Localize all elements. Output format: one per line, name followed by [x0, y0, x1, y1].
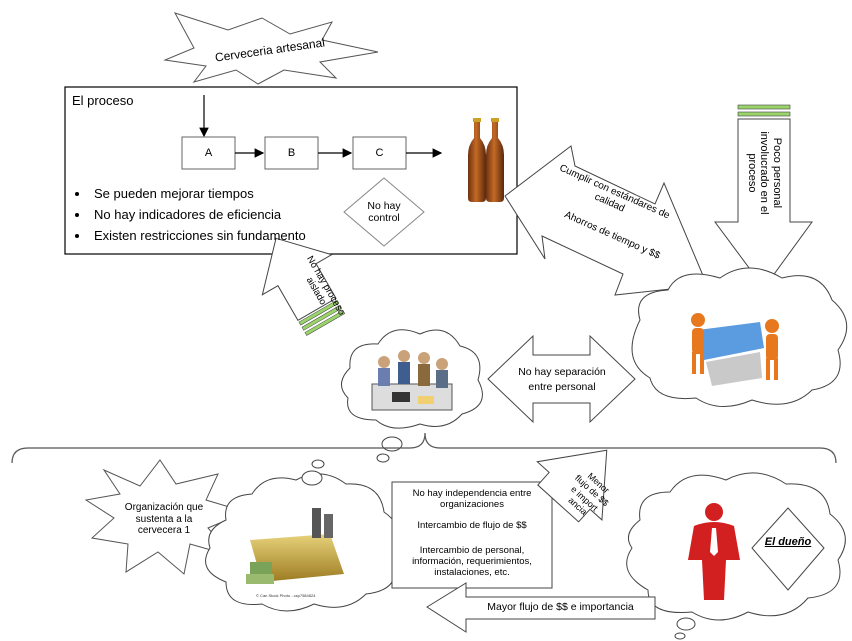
down-arrow-personnel — [714, 104, 813, 289]
small-up-arrow — [536, 449, 608, 523]
starburst-top-shape — [163, 12, 379, 85]
starburst-bottom-label: Organización que sustenta a la cervecera… — [124, 502, 204, 536]
separation-double-arrow — [487, 334, 636, 424]
brace-divider — [11, 432, 837, 464]
cloud-owner-bubble-2 — [674, 632, 686, 640]
step-c-box — [352, 136, 407, 170]
step-b-box — [264, 136, 319, 170]
separation-label: No hay separación entre personal — [518, 366, 606, 393]
bullet-item: Se pueden mejorar tiempos — [90, 183, 306, 204]
org-box-line3: Intercambio de personal, información, re… — [412, 545, 532, 578]
owner-figure-image — [688, 503, 740, 600]
org-box — [391, 481, 553, 589]
step-a-label: A — [204, 147, 213, 159]
owner-label: El dueño — [764, 536, 812, 548]
cloud-factory-bubble-2 — [311, 459, 325, 469]
process-box — [64, 86, 518, 255]
step-c-label: C — [375, 147, 384, 159]
down-arrow-label: Poco personal involucrado en el proceso — [745, 131, 783, 215]
step-b-label: B — [287, 147, 296, 159]
factory-caption: © Can Stock Photo - csp7584824 — [256, 593, 316, 598]
owner-diamond — [751, 507, 825, 591]
up-arrow-isolated — [261, 237, 346, 336]
cloud-team — [341, 329, 483, 429]
big-double-arrow — [504, 145, 708, 296]
no-control-label: No hay control — [367, 200, 401, 225]
org-box-line1: No hay independencia entre organizacione… — [412, 488, 532, 510]
starburst-bottom-shape — [84, 459, 248, 575]
factory-image — [246, 508, 344, 584]
no-control-diamond — [343, 177, 425, 247]
puzzle-people-image — [691, 313, 779, 386]
process-bullets: Se pueden mejorar tiempos No hay indicad… — [70, 183, 306, 246]
cloud-owner-bubble-1 — [676, 617, 696, 631]
bullet-item: No hay indicadores de eficiencia — [90, 204, 306, 225]
beer-bottles-image — [468, 118, 504, 202]
cloud-team-bubble-2 — [376, 453, 390, 463]
process-title: El proceso — [72, 93, 134, 108]
team-meeting-image — [371, 350, 453, 411]
org-box-line2: Intercambio de flujo de $$ — [417, 520, 527, 531]
cloud-team-bubble-1 — [381, 436, 403, 452]
bottom-left-arrow — [426, 582, 656, 633]
bullet-item: Existen restricciones sin fundamento — [90, 225, 306, 246]
cloud-factory-bubble-1 — [301, 470, 323, 486]
bottom-arrow-label: Mayor flujo de $$ e importancia — [487, 601, 634, 613]
